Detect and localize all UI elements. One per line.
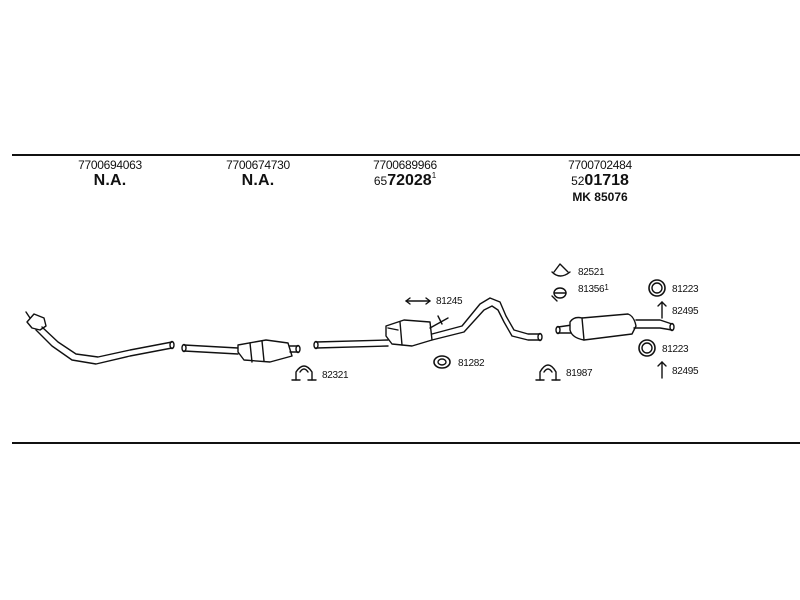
callout-81282: 81282 <box>458 358 485 369</box>
part-main-3: 72028 <box>387 172 432 189</box>
center-muffler-icon <box>313 297 543 350</box>
hanger-hook-icon <box>551 263 571 277</box>
top-divider <box>12 154 800 156</box>
oe-number-1: 7700694063 <box>78 158 142 172</box>
callout-82495-bottom: 82495 <box>672 366 699 377</box>
part-sup-3: 1 <box>431 171 437 180</box>
callout-81223-top: 81223 <box>672 284 699 295</box>
section-1-header: 7700694063 N.A. <box>60 158 160 190</box>
callout-81356: 813561 <box>578 283 609 295</box>
bottom-divider <box>12 442 800 444</box>
oe-number-3: 7700689966 <box>373 158 437 172</box>
part-prefix-4: 52 <box>571 174 585 188</box>
oe-number-2: 7700674730 <box>226 158 290 172</box>
gasket-ring-icon <box>638 339 656 357</box>
callout-81223-bottom: 81223 <box>662 344 689 355</box>
part-number-2: N.A. <box>241 172 275 189</box>
exhaust-front-pipe-icon <box>25 311 175 365</box>
callout-81987: 81987 <box>566 368 593 379</box>
clamp-icon <box>535 364 561 381</box>
part-prefix-3: 65 <box>373 174 388 188</box>
mk-number-4: MK 85076 <box>572 190 628 204</box>
callout-81356-sup: 1 <box>604 283 609 292</box>
bolt-icon <box>657 361 667 379</box>
clamp-icon <box>291 365 317 381</box>
section-2-header: 7700674730 N.A. <box>208 158 308 190</box>
section-4-header: 7700702484 5201718 MK 85076 <box>545 158 655 204</box>
callout-81356-number: 81356 <box>578 284 605 295</box>
part-number-4: 5201718 <box>545 172 655 190</box>
callout-82321: 82321 <box>322 370 349 381</box>
rubber-mount-icon <box>433 355 451 369</box>
section-3-header: 7700689966 65720281 <box>350 158 460 190</box>
callout-82495-top: 82495 <box>672 306 699 317</box>
dimension-arrow-icon <box>405 297 431 305</box>
rear-muffler-icon <box>555 313 675 341</box>
gasket-ring-icon <box>648 279 666 297</box>
middle-muffler-icon <box>181 339 301 363</box>
bolt-icon <box>657 301 667 319</box>
rubber-mount-icon <box>551 287 567 302</box>
part-main-4: 01718 <box>584 172 629 189</box>
part-number-3: 65720281 <box>350 171 460 190</box>
part-number-1: N.A. <box>93 172 127 189</box>
callout-81245: 81245 <box>436 296 463 307</box>
callout-82521: 82521 <box>578 267 605 278</box>
oe-number-4: 7700702484 <box>568 158 632 172</box>
